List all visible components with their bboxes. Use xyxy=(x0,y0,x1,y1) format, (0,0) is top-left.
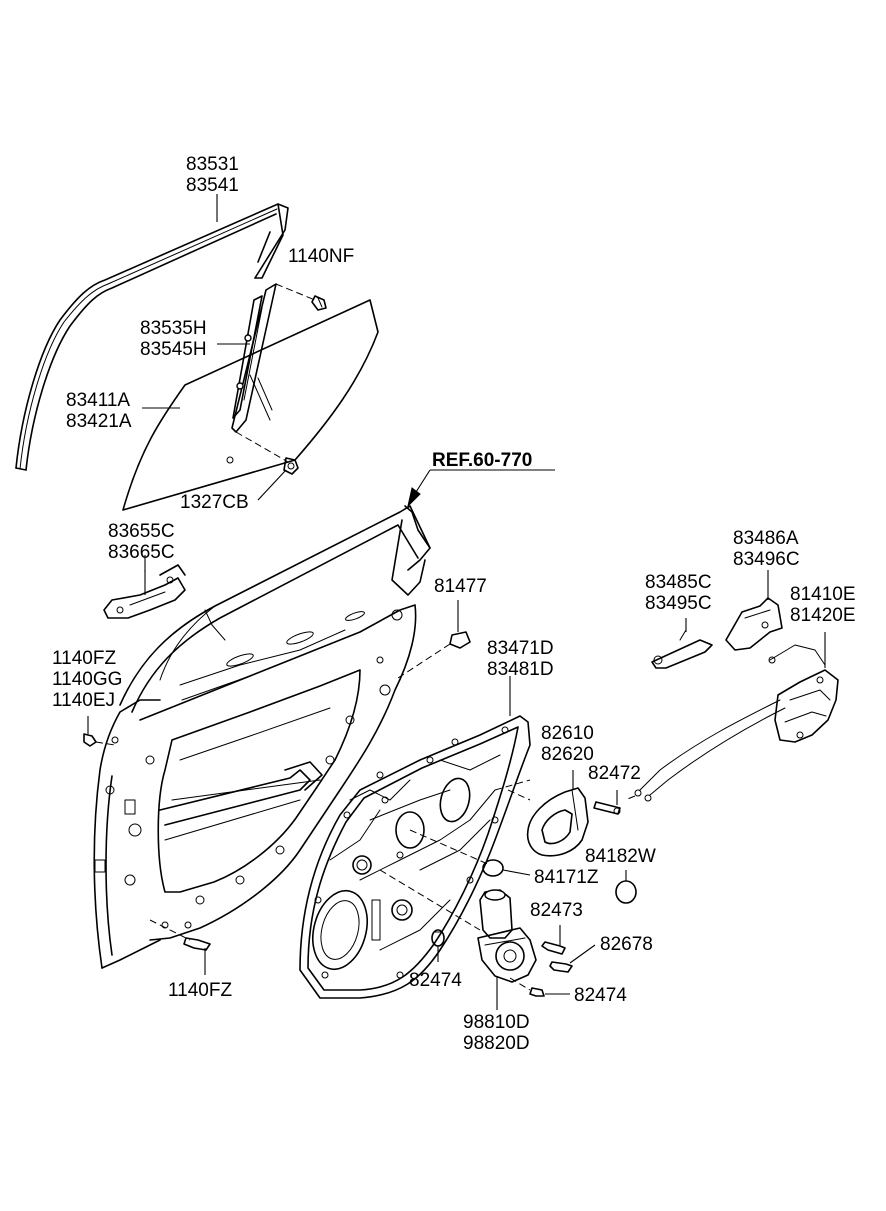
window-motor xyxy=(477,889,537,1010)
hinge-bolt xyxy=(83,716,116,747)
glass-run-channel xyxy=(231,283,277,433)
channel-bolt xyxy=(275,283,327,311)
label-window-motor-2: 98820D xyxy=(463,1033,530,1054)
lower-bolt xyxy=(149,919,211,975)
label-module-panel-1: 83471D xyxy=(487,638,554,659)
reference-arrow xyxy=(407,469,555,508)
label-regulator-bolt: 82678 xyxy=(600,934,653,955)
label-hinge-bolt-3: 1140EJ xyxy=(52,690,115,711)
plug-small xyxy=(482,859,531,877)
label-plug-small: 84171Z xyxy=(534,867,599,888)
label-regulator-screw: 82473 xyxy=(530,900,583,921)
label-grommet: 81477 xyxy=(434,576,487,597)
door-frame xyxy=(93,505,431,969)
handle-screw xyxy=(593,790,621,815)
label-grommet-small: 82474 xyxy=(409,970,462,991)
window-frame-trim xyxy=(15,203,289,471)
label-lock-rod-1: 83485C xyxy=(645,572,712,593)
label-inside-handle-1: 82610 xyxy=(541,723,594,744)
lock-rod xyxy=(651,618,713,669)
label-hinge-bolt-2: 1140GG xyxy=(52,669,122,690)
label-door-glass-2: 83421A xyxy=(66,411,132,432)
glass-bolt xyxy=(235,431,299,475)
label-lower-bolt: 1140FZ xyxy=(168,980,232,1001)
label-window-frame-trim-2: 83541 xyxy=(186,175,239,196)
label-glass-run-channel-1: 83535H xyxy=(140,318,207,339)
inside-handle xyxy=(507,770,589,857)
grommet-small xyxy=(431,929,445,962)
label-hinge-bolt-1: 1140FZ xyxy=(52,648,116,669)
door-module-panel xyxy=(299,676,531,999)
regulator-bolt xyxy=(549,944,596,973)
label-window-frame-trim-1: 83531 xyxy=(186,154,239,175)
label-inside-handle-2: 82620 xyxy=(541,744,594,765)
door-latch xyxy=(624,632,839,802)
outside-handle xyxy=(103,564,186,619)
label-regulator-bolt-lower: 82474 xyxy=(574,985,627,1006)
grommet xyxy=(394,600,471,681)
label-door-latch-2: 81420E xyxy=(790,605,856,626)
regulator-screw xyxy=(541,925,566,955)
label-glass-bolt: 1327CB xyxy=(180,492,249,513)
label-window-motor-1: 98810D xyxy=(463,1012,530,1033)
label-reference: REF.60-770 xyxy=(432,450,532,471)
label-glass-run-channel-2: 83545H xyxy=(140,339,207,360)
label-door-glass-1: 83411A xyxy=(66,390,130,411)
label-module-panel-2: 83481D xyxy=(487,659,554,680)
label-channel-bolt: 1140NF xyxy=(288,246,354,267)
label-plug-large: 84182W xyxy=(585,846,656,867)
leader-lines xyxy=(142,194,287,572)
regulator-bolt-lower xyxy=(509,977,570,997)
plug-large xyxy=(615,870,637,904)
label-lock-rod-2: 83495C xyxy=(645,593,712,614)
label-lock-knob-2: 83496C xyxy=(733,549,800,570)
label-outside-handle-2: 83665C xyxy=(108,542,175,563)
door-glass xyxy=(122,299,379,511)
label-door-latch-1: 81410E xyxy=(790,584,856,605)
label-lock-knob-1: 83486A xyxy=(733,528,799,549)
label-handle-screw: 82472 xyxy=(588,763,641,784)
label-outside-handle-1: 83655C xyxy=(108,521,175,542)
lock-knob xyxy=(725,570,783,651)
part-labels: 83531 83541 1140NF 83535H 83545H 83411A … xyxy=(52,154,856,1054)
